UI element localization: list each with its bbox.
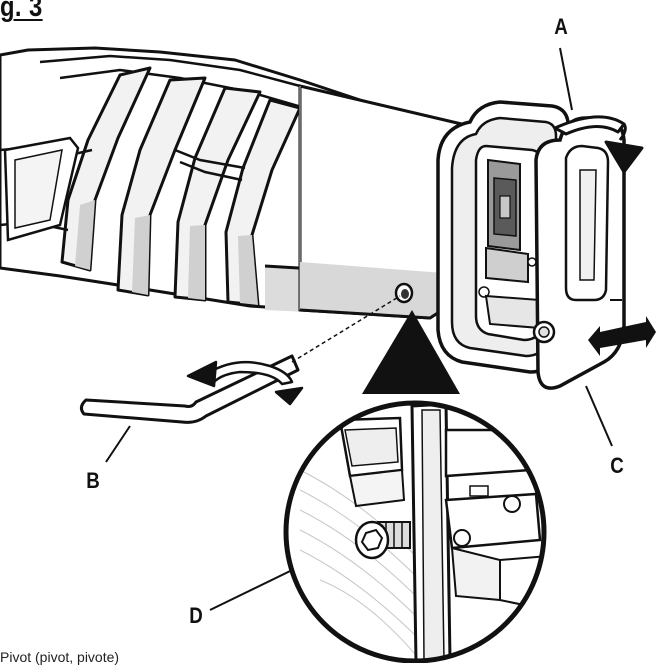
- hex-rotate-arrow-icon: [186, 360, 304, 406]
- pivot-screw-hole: [394, 282, 414, 304]
- double-headed-arrow-icon: [588, 316, 656, 356]
- tube-shadow: [300, 262, 470, 318]
- callout-c-label: C: [610, 453, 624, 478]
- curved-rotate-arrow-icon: [553, 115, 644, 174]
- callout-a-label: A: [554, 14, 568, 39]
- callout-d-label: D: [189, 603, 203, 628]
- alignment-line: [291, 295, 401, 363]
- figure-caption: Pivot (pivot, pivote): [0, 649, 120, 665]
- hex-key: [79, 354, 300, 424]
- figure-title: g. 3: [0, 0, 43, 23]
- grip-rib-shading: [75, 200, 258, 305]
- triangle-pointer-icon: [362, 310, 460, 394]
- callout-b-label: B: [86, 468, 100, 493]
- shoe-lever: [532, 116, 626, 390]
- zoom-detail: [283, 400, 547, 663]
- handle-slot-inner: [14, 149, 63, 229]
- pivot-screw: [354, 520, 411, 560]
